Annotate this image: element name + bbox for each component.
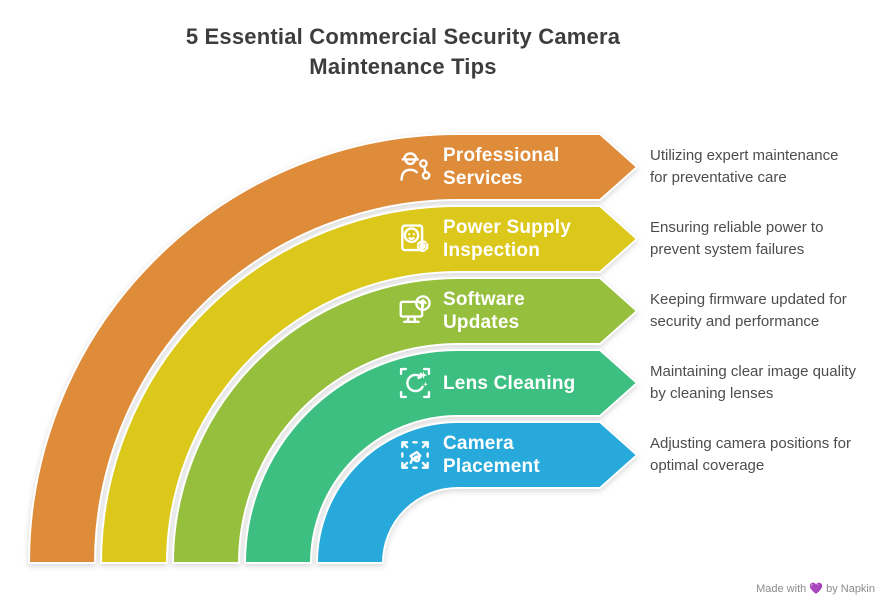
- band-shape-software-updates: [172, 277, 638, 564]
- page-title-line1: 5 Essential Commercial Security Camera: [185, 24, 621, 49]
- band-label: Professional Services: [443, 145, 560, 189]
- camera-placement-icon: [396, 436, 434, 474]
- band-row-lens-cleaning: Lens Cleaning Maintaining clear image qu…: [0, 350, 889, 416]
- band-description: Maintaining clear image quality by clean…: [650, 363, 856, 402]
- band-shape-lens-cleaning: [244, 349, 638, 564]
- band-description: Keeping firmware updated for security an…: [650, 291, 847, 330]
- band-row-power-supply-inspection: Power Supply Inspection Ensuring reliabl…: [0, 206, 889, 272]
- band-description: Utilizing expert maintenance for prevent…: [650, 147, 839, 186]
- band-label: Camera Placement: [443, 433, 540, 477]
- band-description: Ensuring reliable power to prevent syste…: [650, 219, 824, 258]
- watermark: Made with 💜 by Napkin: [756, 583, 875, 595]
- band-row-camera-placement: Camera Placement Adjusting camera positi…: [0, 422, 889, 488]
- page-title: 5 Essential Commercial Security Camera M…: [0, 22, 806, 82]
- lens-cleaning-icon: [396, 364, 434, 402]
- band-description: Adjusting camera positions for optimal c…: [650, 435, 851, 474]
- page-title-line2: Maintenance Tips: [309, 54, 497, 79]
- band-label: Lens Cleaning: [443, 372, 576, 394]
- band-row-software-updates: Software Updates Keeping firmware update…: [0, 278, 889, 344]
- band-label: Software Updates: [443, 289, 525, 333]
- band-shape-professional-services: [28, 133, 638, 564]
- monitor-update-icon: [396, 292, 434, 330]
- heart-icon: 💜: [809, 583, 824, 595]
- band-label: Power Supply Inspection: [443, 217, 572, 261]
- band-shape-power-supply-inspection: [100, 205, 638, 564]
- power-outlet-gear-icon: [396, 220, 434, 258]
- worker-wrench-icon: [396, 148, 434, 186]
- band-shape-camera-placement: [316, 421, 638, 564]
- band-row-professional-services: Professional Services Utilizing expert m…: [0, 134, 889, 200]
